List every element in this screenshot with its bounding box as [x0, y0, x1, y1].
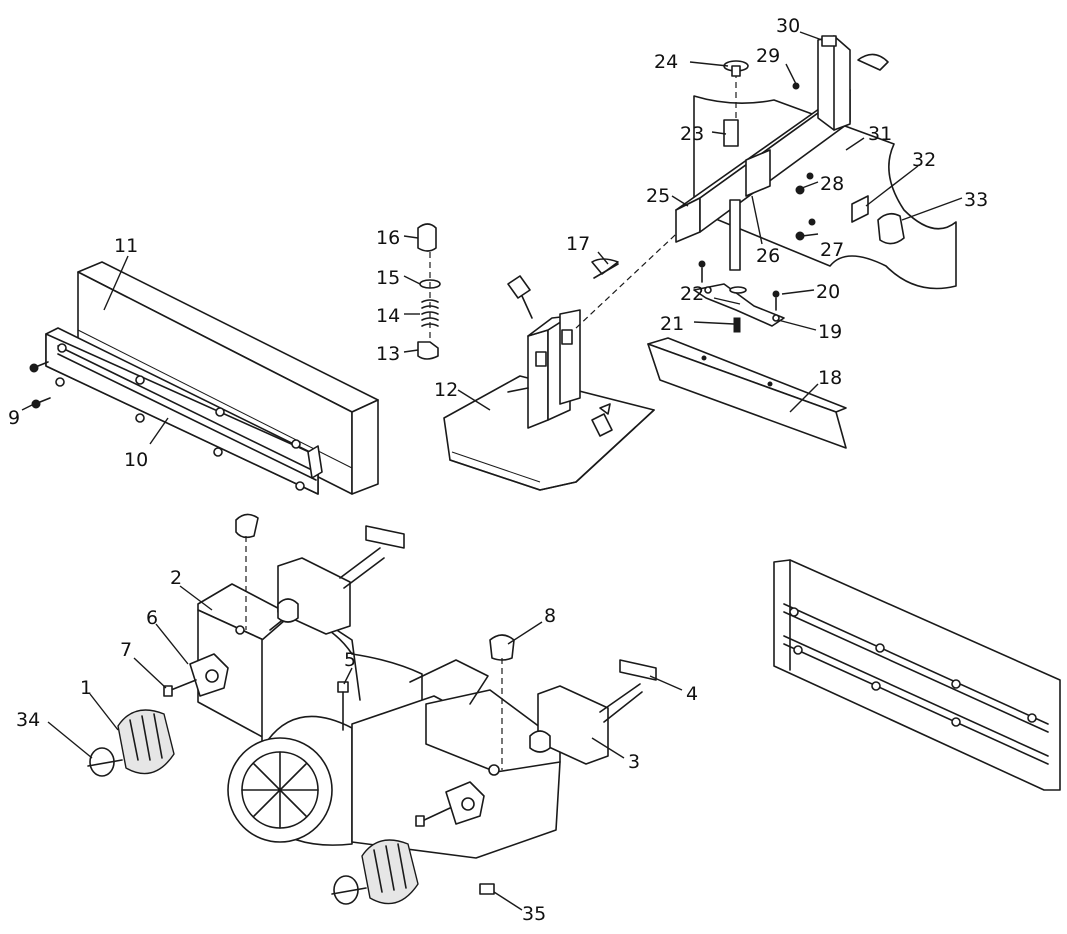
callout-23: 23	[680, 123, 704, 145]
callout-26: 26	[756, 245, 780, 267]
callout-30: 30	[776, 15, 800, 37]
part-17-clip	[591, 258, 619, 279]
callout-20: 20	[816, 281, 840, 303]
callout-5: 5	[344, 649, 356, 671]
part-5-bolt	[337, 681, 349, 731]
part-1-roller-left	[117, 709, 175, 775]
callout-34: 34	[16, 709, 40, 731]
callout-3: 3	[628, 751, 640, 773]
callout-32: 32	[912, 149, 936, 171]
callout-13: 13	[376, 343, 400, 365]
callout-27: 27	[820, 239, 844, 261]
callout-7: 7	[120, 639, 132, 661]
part-26-rod	[723, 72, 741, 271]
parts-6-7-spindle-right	[415, 781, 485, 827]
callout-9: 9	[8, 407, 20, 429]
callout-14: 14	[376, 305, 400, 327]
callout-11: 11	[114, 235, 138, 257]
callout-24: 24	[654, 51, 678, 73]
part-10-rail-strip	[45, 327, 323, 495]
callout-22: 22	[680, 283, 704, 305]
callout-35: 35	[522, 903, 546, 925]
callout-18: 18	[818, 367, 842, 389]
callout-21: 21	[660, 313, 684, 335]
callout-10: 10	[124, 449, 148, 471]
parts-13-16-knob-stack	[417, 223, 441, 360]
parts-19-22-bracket	[693, 260, 785, 333]
part-18-plank	[647, 337, 847, 449]
part-30-vertical-post	[817, 35, 851, 131]
part-3-arm-left	[277, 525, 405, 635]
rail-strip-right	[773, 559, 1061, 791]
callout-6: 6	[146, 607, 158, 629]
callout-33: 33	[964, 189, 988, 211]
callout-15: 15	[376, 267, 400, 289]
callout-28: 28	[820, 173, 844, 195]
parts-6-7-spindle-left	[163, 653, 229, 697]
leader-lines	[21, 31, 963, 911]
callout-29: 29	[756, 45, 780, 67]
part-25-crossbar	[675, 89, 851, 243]
callout-25: 25	[646, 185, 670, 207]
part-32-33-clamp	[851, 53, 905, 245]
part-35-foot	[479, 883, 495, 895]
callout-31: 31	[868, 123, 892, 145]
part-9-screws	[29, 361, 51, 409]
part-1-roller-right	[361, 839, 419, 905]
callout-8: 8	[544, 605, 556, 627]
parts-27-28-29-screws	[792, 82, 816, 241]
callout-1: 1	[80, 677, 92, 699]
callout-4: 4	[686, 683, 698, 705]
callout-2: 2	[170, 567, 182, 589]
part-2-main-body	[197, 583, 561, 859]
part-8-knobs	[235, 513, 515, 770]
part-3-arm-right	[529, 659, 657, 765]
callout-17: 17	[566, 233, 590, 255]
callout-16: 16	[376, 227, 400, 249]
callout-labels: 1 2 3 4 5 6 7 8 9 10 11 12 13 14 15 16 1…	[8, 15, 988, 925]
part-34-end-caps	[87, 747, 367, 905]
part-12-base-plate	[443, 275, 655, 491]
part-24-knob	[723, 60, 749, 77]
callout-12: 12	[434, 379, 458, 401]
callout-19: 19	[818, 321, 842, 343]
